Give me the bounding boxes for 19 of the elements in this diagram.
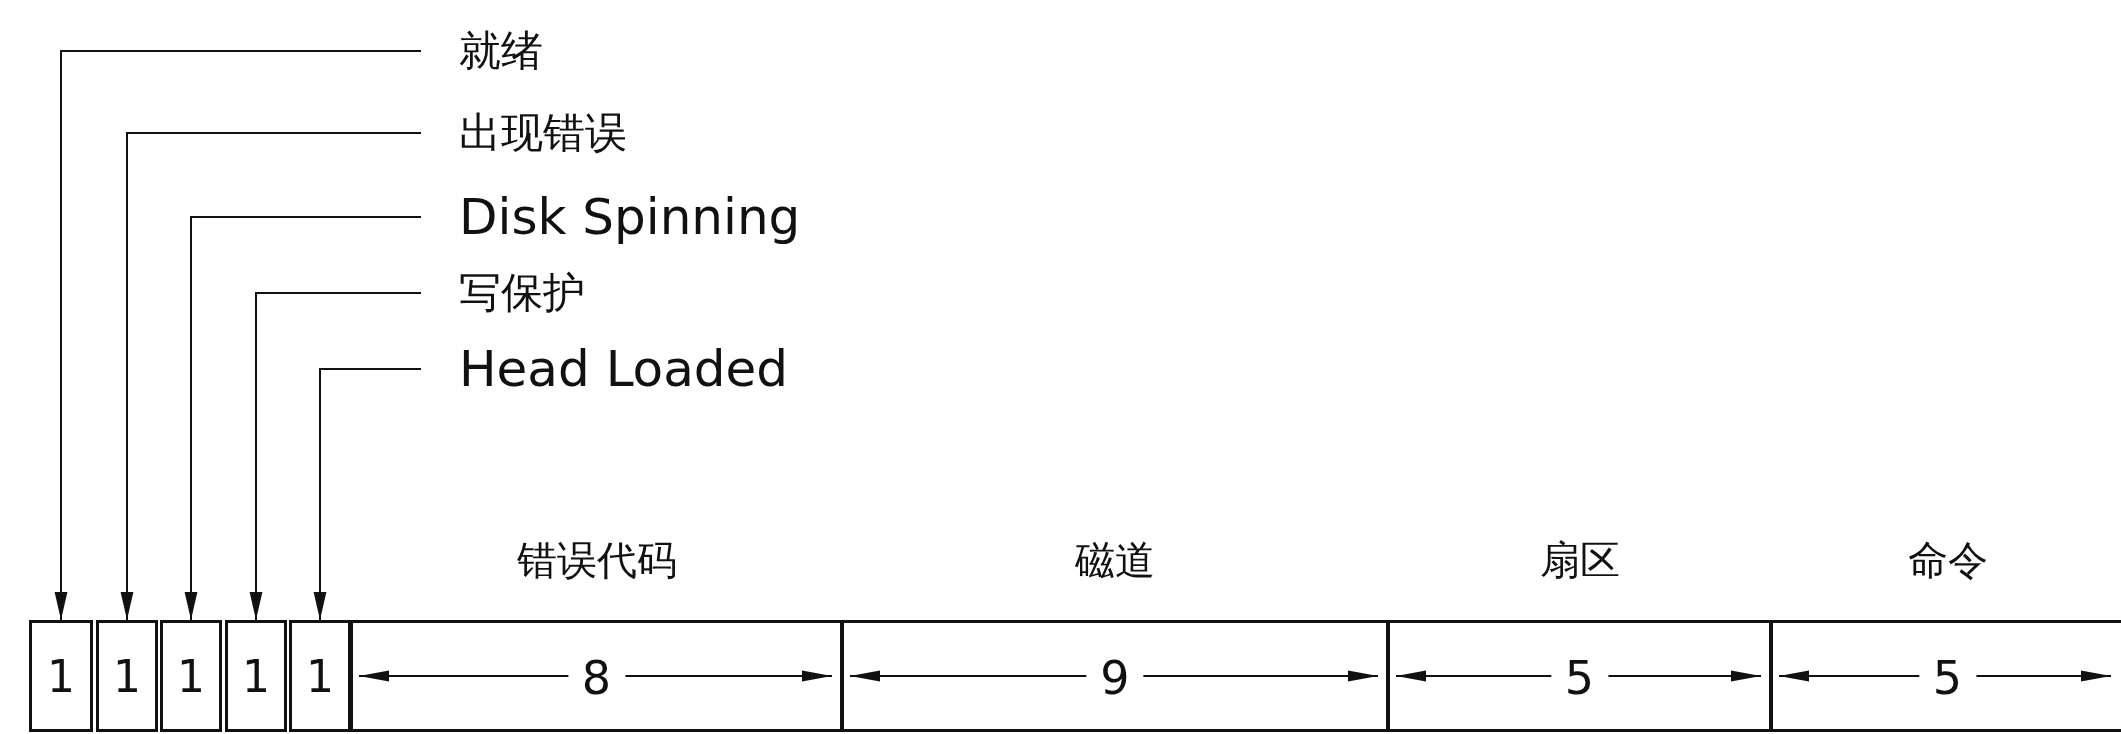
bit-cell: 1 bbox=[96, 620, 158, 732]
bit-label: 写保护 bbox=[459, 272, 585, 314]
field-name: 磁道 bbox=[1075, 535, 1155, 585]
leader-line bbox=[313, 368, 422, 621]
leader-line bbox=[54, 50, 422, 621]
bit-cell: 1 bbox=[225, 620, 287, 732]
leader-line bbox=[184, 216, 422, 621]
leader-line bbox=[249, 292, 422, 621]
leader-line bbox=[120, 132, 422, 621]
bit-label: Disk Spinning bbox=[459, 192, 801, 242]
bit-label: Head Loaded bbox=[459, 344, 789, 394]
bit-label: 就绪 bbox=[459, 30, 543, 72]
field-name: 扇区 bbox=[1539, 535, 1620, 585]
bit-cell: 1 bbox=[160, 620, 222, 732]
bit-label: 出现错误 bbox=[459, 112, 627, 154]
field-name: 命令 bbox=[1907, 535, 1988, 585]
bit-cell: 1 bbox=[289, 620, 351, 732]
bit-cell: 1 bbox=[29, 620, 93, 732]
field-name: 错误代码 bbox=[516, 535, 677, 585]
